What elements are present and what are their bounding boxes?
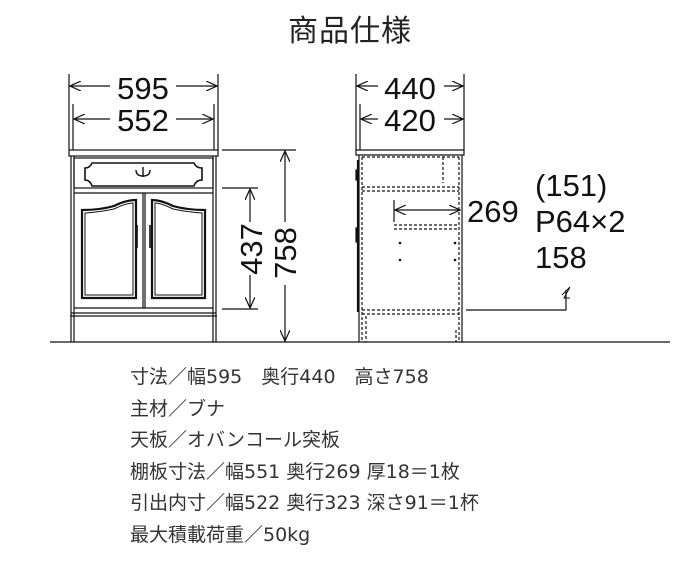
spec-drawer: 引出内寸／幅522 奥行323 深さ91＝1杯: [130, 492, 479, 514]
dim-outer-width: 595: [117, 71, 169, 106]
dim-inner-width: 552: [117, 103, 169, 138]
shelf-pin-holes: [398, 241, 457, 262]
dim-shelf-depth: 269: [467, 194, 519, 229]
dim-total-height: 758: [268, 227, 303, 279]
dim-door-height: 437: [234, 223, 269, 275]
dim-inner-depth: 420: [384, 103, 436, 138]
side-view: [355, 74, 571, 342]
dim-shelf-pitch: P64×2: [535, 204, 626, 239]
page-title: 商品仕様: [288, 14, 412, 49]
spec-max-load: 最大積載荷重／50kg: [130, 523, 311, 546]
spec-top-board: 天板／オバンコール突板: [130, 429, 340, 451]
spec-material: 主材／ブナ: [130, 397, 226, 420]
spec-dimensions: 寸法／幅595 奥行440 高さ758: [130, 366, 429, 388]
spec-shelf: 棚板寸法／幅551 奥行269 厚18＝1枚: [130, 460, 460, 483]
dim-shelf-pitch-bottom: 158: [535, 240, 587, 275]
dim-shelf-pitch-top: (151): [535, 168, 607, 203]
spec-list: 寸法／幅595 奥行440 高さ758 主材／ブナ 天板／オバンコール突板 棚板…: [130, 362, 479, 551]
front-view: [68, 74, 296, 342]
dim-outer-depth: 440: [384, 71, 436, 106]
